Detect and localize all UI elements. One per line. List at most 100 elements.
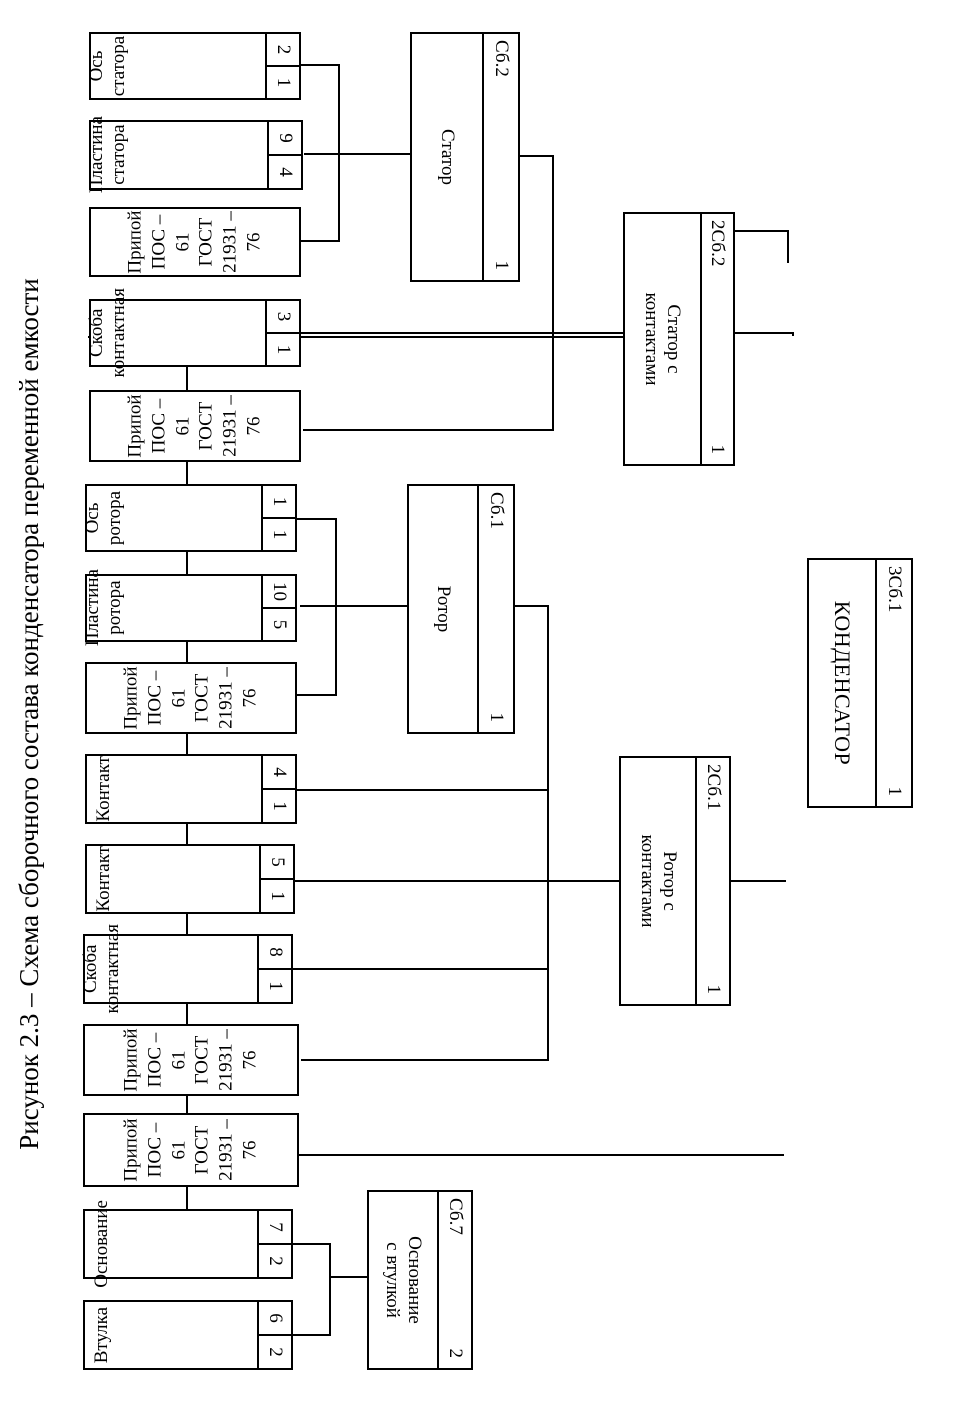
wire-stator-parts xyxy=(338,64,340,242)
stator-contacts-name: Статор с контактами xyxy=(625,214,700,464)
figure-caption: Рисунок 2.3 – Схема сборочного состава к… xyxy=(14,278,44,1150)
stator-qty: 1 xyxy=(491,260,512,271)
part-contact-5-name: Контакт xyxy=(93,846,114,912)
solder-stator-line2: ГОСТ 21931 – 76 xyxy=(196,211,265,273)
part-rotor-bracket-b: 1 xyxy=(259,968,291,1002)
wire-to-rotor-bracket xyxy=(293,968,549,970)
part-rotor-axis-name: Ось ротора xyxy=(82,490,125,546)
wire-rotor-parts xyxy=(335,518,337,696)
part-stator-plate-b: 4 xyxy=(269,154,301,188)
solder-stator-contacts: Припой ПОС – 61 ГОСТ 21931 – 76 xyxy=(89,390,301,462)
solder-stator-contacts-line1: Припой ПОС – 61 xyxy=(124,394,194,458)
wire-stator-sub-spine xyxy=(552,155,554,431)
part-rotor-bracket-name: Скоба контактная xyxy=(80,924,123,1014)
part-stator-bracket-b: 1 xyxy=(267,332,299,365)
base-name-line2: с втулкой xyxy=(382,1242,403,1318)
wire-to-solder-stator xyxy=(300,240,340,242)
part-bushing-a: 6 xyxy=(265,1313,286,1323)
rotor-code: Сб.1 xyxy=(486,492,507,529)
root-code: 3Сб.1 xyxy=(884,566,905,613)
part-bushing-name: Втулка xyxy=(91,1306,112,1364)
solder-rotor: Припой ПОС – 61 ГОСТ 21931 – 76 xyxy=(85,662,297,734)
part-contact-4-a: 4 xyxy=(269,767,290,777)
solder-rotor-contacts: Припой ПОС – 61 ГОСТ 21931 – 76 xyxy=(83,1024,299,1096)
wire-to-base-part xyxy=(293,1243,331,1245)
rotor-contacts-qty: 1 xyxy=(703,984,724,995)
part-stator-plate-a: 9 xyxy=(275,133,296,143)
part-stator-axis: 2 1 Ось статора xyxy=(86,32,301,100)
part-stator-axis-name: Ось статора xyxy=(86,35,129,97)
stator-contacts-code: 2Сб.2 xyxy=(707,220,729,267)
solder-rotor-line2: ГОСТ 21931 – 76 xyxy=(192,667,261,729)
part-rotor-bracket-a: 8 xyxy=(265,947,286,957)
base-name: Основание с втулкой xyxy=(369,1192,437,1368)
part-stator-plate: 9 4 Пластина статора xyxy=(86,116,303,194)
solder-root-line2: ГОСТ 21931 – 76 xyxy=(192,1119,261,1181)
part-contact-4: 4 1 Контакт xyxy=(85,754,297,824)
wire-to-stator-axis xyxy=(300,64,340,66)
solder-stator-contacts-line2: ГОСТ 21931 – 76 xyxy=(196,395,265,457)
rotor-contacts-name-line2: контактами xyxy=(637,834,658,928)
base-code: Сб.7 xyxy=(445,1198,466,1235)
part-stator-plate-name: Пластина статора xyxy=(86,116,129,194)
rotor-qty: 1 xyxy=(486,712,507,723)
part-base-a: 7 xyxy=(265,1222,286,1232)
wire-to-contact-4 xyxy=(297,789,549,791)
part-rotor-axis-b: 1 xyxy=(263,517,295,550)
root-assembly-box: 3Сб.1 1 КОНДЕНСАТОР xyxy=(807,558,913,808)
part-stator-bracket-name: Скоба контактная xyxy=(86,288,129,378)
wire-to-bushing xyxy=(293,1334,331,1336)
rotor-contacts-box: 2Сб.1 1 Ротор с контактами xyxy=(619,756,731,1006)
part-contact-4-name: Контакт xyxy=(93,756,114,822)
rotor-contacts-code: 2Сб.1 xyxy=(703,764,724,811)
part-stator-bracket: 3 1 Скоба контактная xyxy=(86,288,301,378)
part-rotor-axis-a: 1 xyxy=(269,496,290,507)
part-contact-5-b: 1 xyxy=(261,878,293,912)
wire-to-solder-root xyxy=(299,1154,784,1156)
part-stator-bracket-a: 3 xyxy=(273,311,294,322)
wire-stator-contacts-in xyxy=(792,332,794,336)
wire-stator-out xyxy=(304,153,414,155)
root-name: КОНДЕНСАТОР xyxy=(829,600,855,766)
wire-root-out xyxy=(787,230,789,263)
rotor-box: Сб.1 1 Ротор xyxy=(407,484,515,734)
stator-box: Сб.2 1 Статор xyxy=(410,32,520,282)
part-rotor-plate: 10 5 Пластина ротора xyxy=(82,569,297,647)
wire-to-solder-stator-contacts xyxy=(303,429,554,431)
solder-root: Припой ПОС – 61 ГОСТ 21931 – 76 xyxy=(83,1113,299,1187)
part-base-b: 2 xyxy=(259,1243,291,1277)
solder-rotor-contacts-line1: Припой ПОС – 61 xyxy=(120,1028,190,1092)
wire-rotor-sub-spine xyxy=(547,605,549,1061)
solder-rotor-contacts-line2: ГОСТ 21931 – 76 xyxy=(192,1029,261,1091)
wire-base-out xyxy=(331,1276,367,1278)
part-base-name: Основание xyxy=(91,1200,112,1288)
rotor-contacts-name: Ротор с контактами xyxy=(621,758,695,1004)
stator-contacts-qty: 1 xyxy=(707,444,729,455)
part-contact-4-b: 1 xyxy=(263,788,295,822)
stator-name: Статор xyxy=(436,129,458,185)
part-rotor-plate-b: 5 xyxy=(263,607,295,640)
solder-stator: Припой ПОС – 61 ГОСТ 21931 – 76 xyxy=(89,207,301,277)
solder-stator-line1: Припой ПОС – 61 xyxy=(124,210,194,274)
part-rotor-plate-a: 10 xyxy=(269,582,290,601)
solder-rotor-line1: Припой ПОС – 61 xyxy=(120,666,190,730)
root-qty: 1 xyxy=(884,786,905,797)
part-stator-axis-a: 2 xyxy=(273,44,294,55)
rotor-contacts-name-line1: Ротор с xyxy=(658,851,680,911)
part-bushing-b: 2 xyxy=(259,1334,291,1368)
stator-contacts-box: 2Сб.2 1 Статор с контактами xyxy=(623,212,735,466)
base-box: Сб.7 2 Основание с втулкой xyxy=(367,1190,473,1370)
part-stator-axis-b: 1 xyxy=(267,65,299,98)
part-contact-5-a: 5 xyxy=(267,857,288,867)
stator-contacts-name-line2: контактами xyxy=(641,292,663,386)
stator-code: Сб.2 xyxy=(491,40,512,77)
part-rotor-bracket: 8 1 Скоба контактная xyxy=(80,924,293,1014)
wire-to-solder-rotor xyxy=(297,694,337,696)
wire-to-rotor xyxy=(515,605,549,607)
part-contact-5: 5 1 Контакт xyxy=(85,844,295,914)
wire-to-solder-rotor-contacts xyxy=(301,1059,549,1061)
part-rotor-plate-name: Пластина ротора xyxy=(82,569,125,647)
base-name-line1: Основание xyxy=(403,1236,425,1324)
